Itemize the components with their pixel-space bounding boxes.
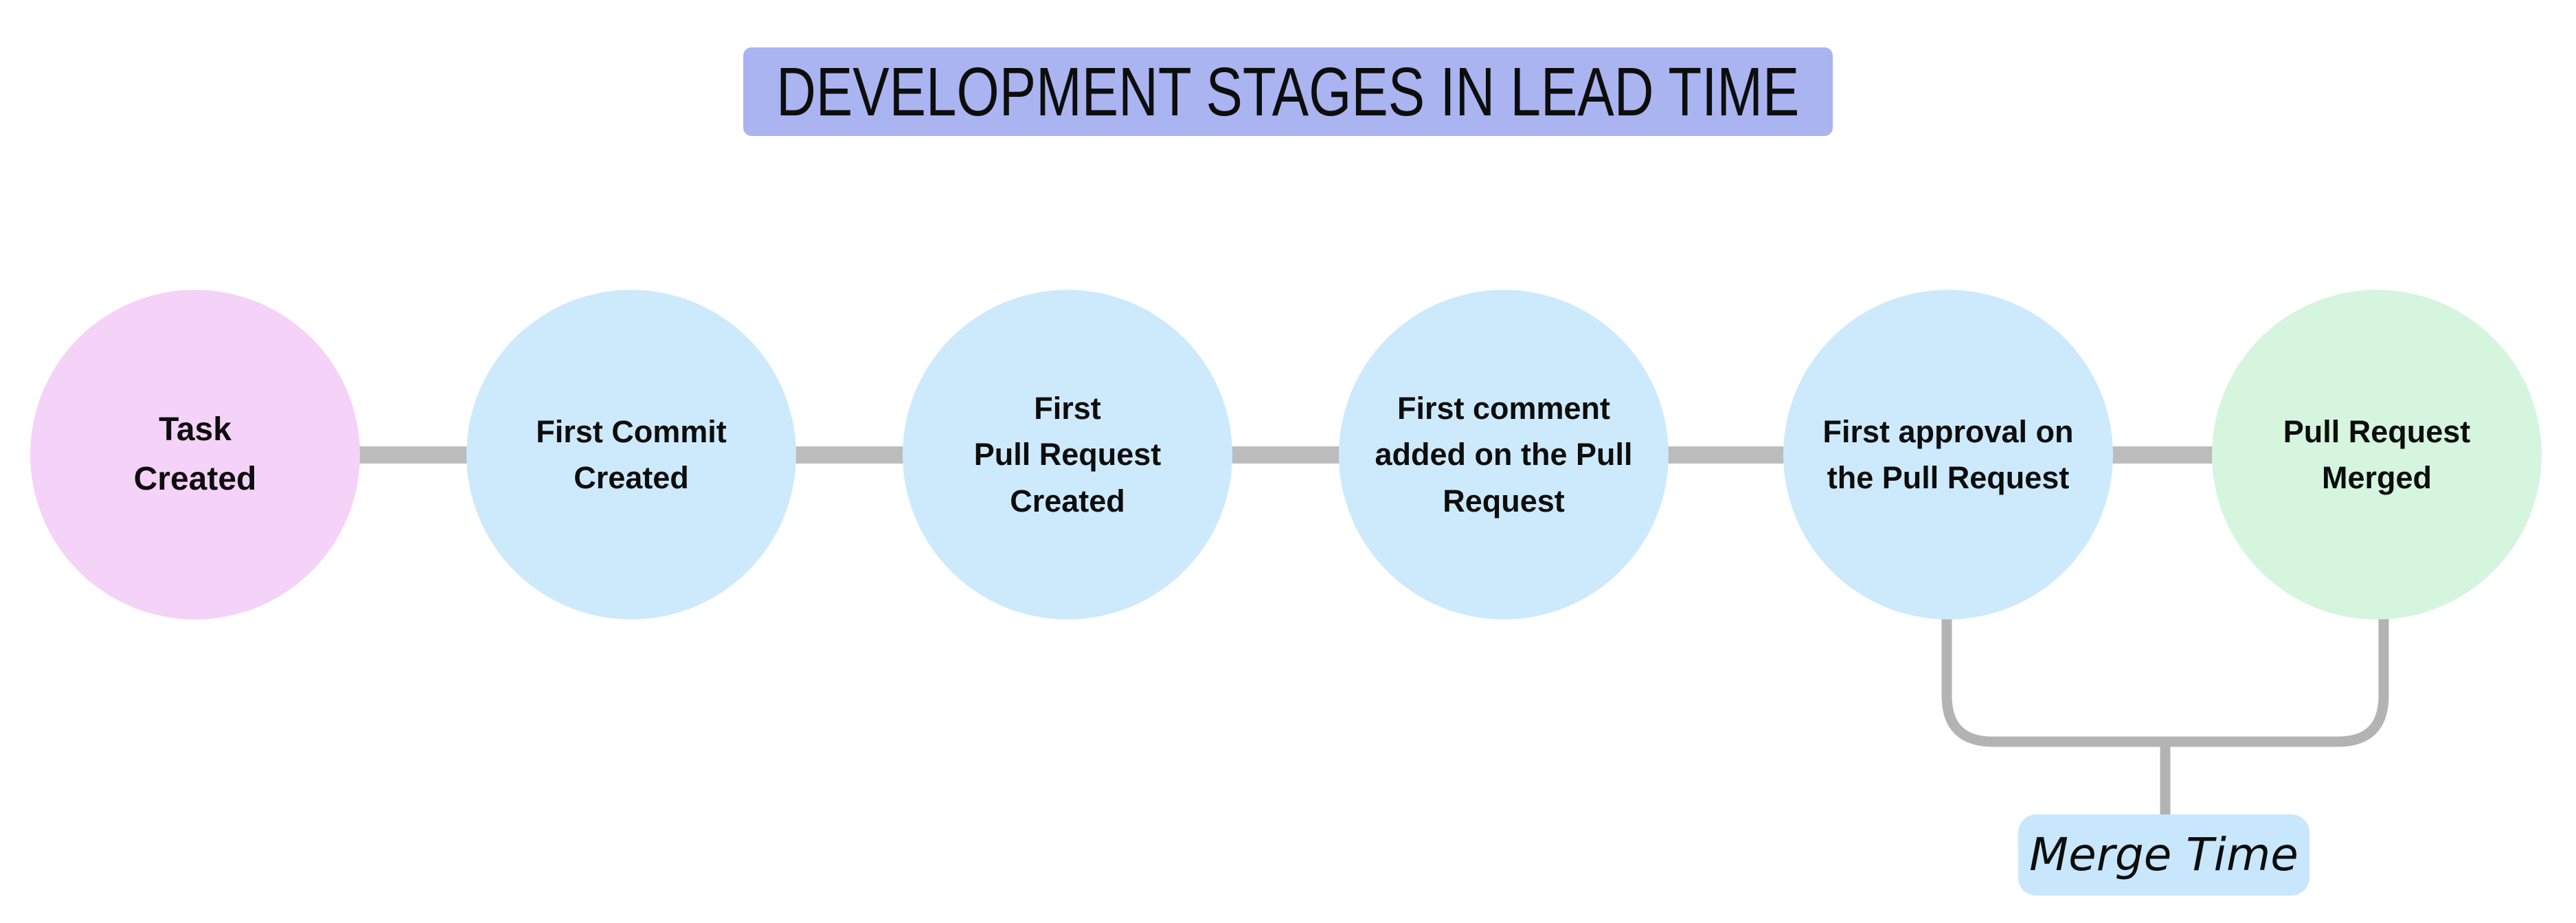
merge-time-text: Merge Time	[2029, 828, 2298, 881]
diagram-title: DEVELOPMENT STAGES IN LEAD TIME	[776, 53, 1800, 130]
diagram-title-banner: DEVELOPMENT STAGES IN LEAD TIME	[743, 47, 1833, 136]
stage-label: Task Created	[133, 411, 257, 497]
stage-label: First comment added on the Pull Request	[1375, 390, 1633, 519]
bracket-path	[1941, 618, 2389, 747]
merge-time-label: Merge Time	[2018, 814, 2309, 896]
stage-circle-task-created: Task Created	[30, 290, 360, 619]
stage-circle-pull-request-merged: Pull Request Merged	[2212, 290, 2542, 619]
stage-label: First approval on the Pull Request	[1822, 413, 2074, 496]
stage-circle-first-approval: First approval on the Pull Request	[1783, 290, 2113, 619]
stage-label: Pull Request Merged	[2283, 413, 2471, 496]
stage-label: First Commit Created	[536, 413, 727, 496]
stage-label: First Pull Request Created	[973, 390, 1162, 519]
stage-circle-first-comment-added: First comment added on the Pull Request	[1339, 290, 1669, 619]
stage-circle-first-pull-request-created: First Pull Request Created	[903, 290, 1232, 619]
stage-circle-first-commit-created: First Commit Created	[466, 290, 796, 619]
